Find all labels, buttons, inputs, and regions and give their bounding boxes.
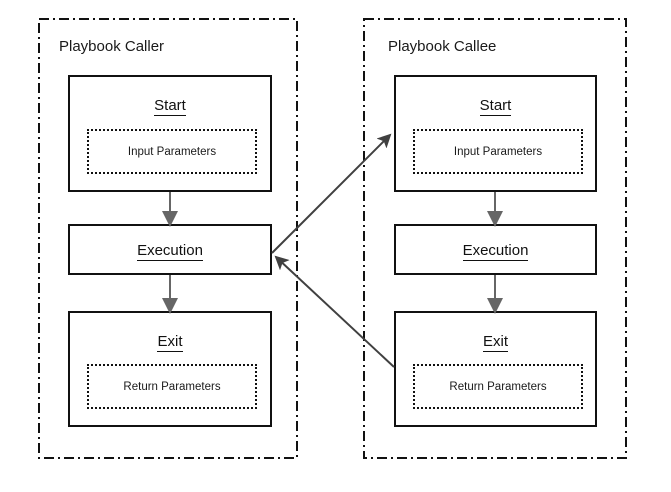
node-caller-execution[interactable]: Execution	[68, 224, 272, 275]
subbox-caller-return-parameters[interactable]: Return Parameters	[87, 364, 257, 409]
node-caller-execution-title: Execution	[137, 242, 203, 261]
swimlane-title-caller: Playbook Caller	[59, 38, 165, 55]
subbox-callee-input-parameters-label: Input Parameters	[453, 145, 543, 158]
subbox-caller-input-parameters[interactable]: Input Parameters	[87, 129, 257, 174]
node-callee-execution-title: Execution	[462, 242, 529, 261]
node-callee-exit-title: Exit	[482, 333, 508, 352]
node-caller-start[interactable]: Start Input Parameters	[68, 75, 272, 192]
node-caller-exit[interactable]: Exit Return Parameters	[68, 311, 272, 427]
node-caller-exit-title: Exit	[157, 333, 183, 352]
node-callee-start-title: Start	[479, 97, 512, 116]
subbox-callee-return-parameters[interactable]: Return Parameters	[413, 364, 583, 409]
subbox-callee-input-parameters[interactable]: Input Parameters	[413, 129, 583, 174]
node-callee-exit[interactable]: Exit Return Parameters	[394, 311, 597, 427]
node-callee-start[interactable]: Start Input Parameters	[394, 75, 597, 192]
subbox-caller-return-parameters-label: Return Parameters	[123, 380, 221, 393]
subbox-callee-return-parameters-label: Return Parameters	[449, 380, 547, 393]
node-caller-start-title: Start	[154, 97, 186, 116]
swimlane-title-callee: Playbook Callee	[388, 38, 497, 55]
node-callee-execution[interactable]: Execution	[394, 224, 597, 275]
subbox-caller-input-parameters-label: Input Parameters	[127, 145, 217, 158]
